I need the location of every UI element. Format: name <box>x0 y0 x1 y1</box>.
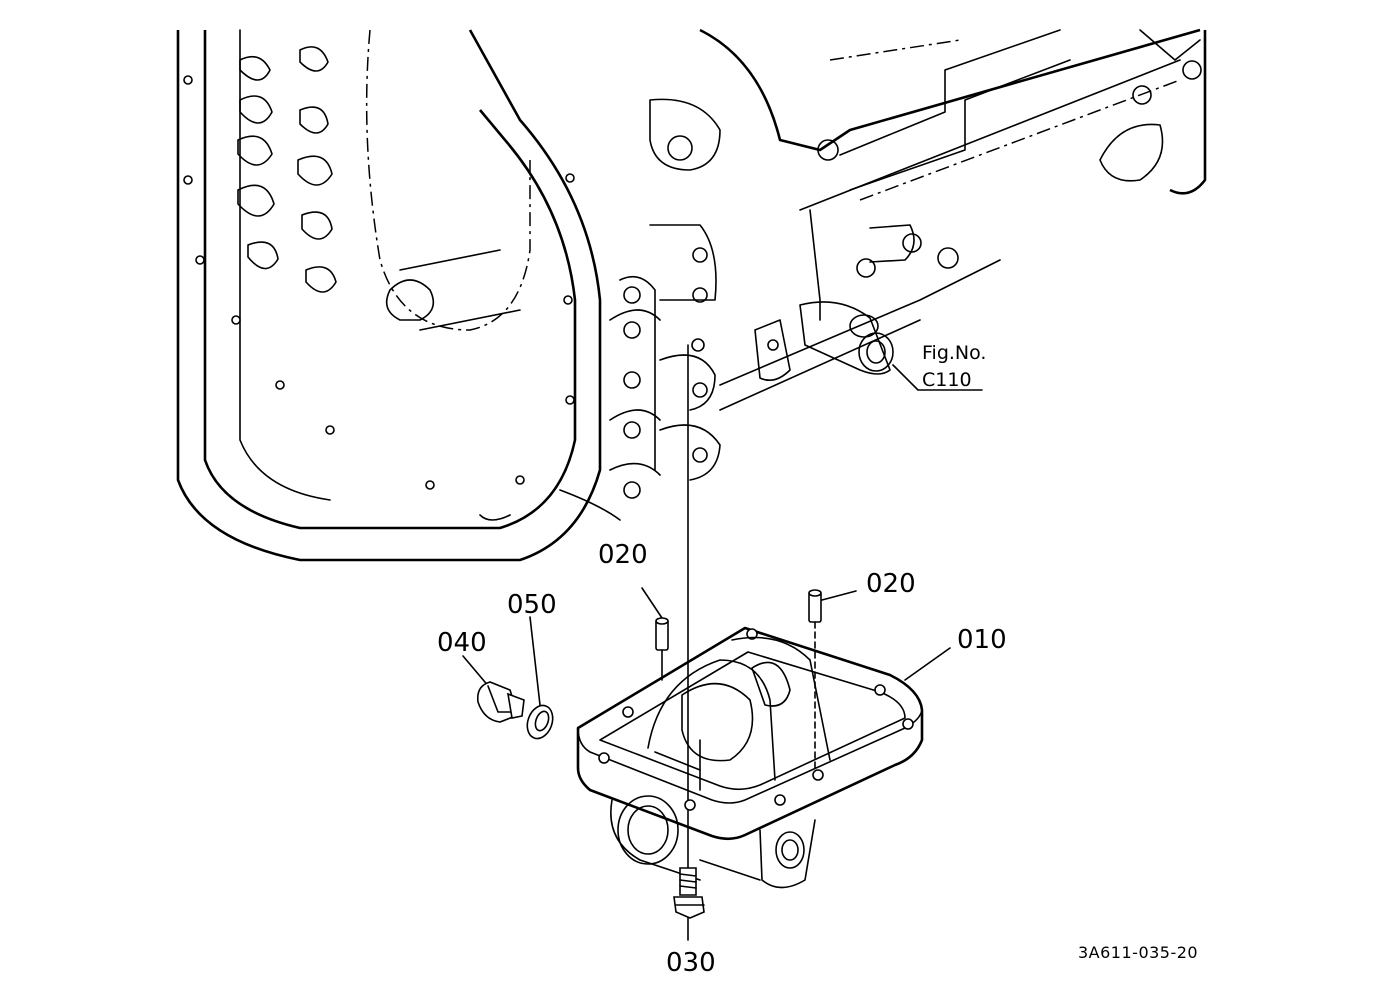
drain-plug[interactable] <box>476 681 525 723</box>
bolt[interactable] <box>673 867 705 919</box>
callout-washer[interactable]: 050 <box>507 590 557 620</box>
dowel-pin-left[interactable] <box>655 617 669 681</box>
callout-housing[interactable]: 010 <box>957 625 1007 655</box>
dowel-pin-right[interactable] <box>808 589 822 771</box>
fig-reference-label: Fig.No. <box>922 342 986 364</box>
callout-plug[interactable]: 040 <box>437 628 487 658</box>
transmission-case <box>176 28 1207 562</box>
fig-reference-number[interactable]: C110 <box>922 369 972 391</box>
drawing-code: 3A611-035-20 <box>1078 943 1198 962</box>
callout-bolt[interactable]: 030 <box>666 948 716 978</box>
sealing-washer[interactable] <box>523 702 557 742</box>
callout-pin-left[interactable]: 020 <box>598 540 648 570</box>
callout-pin-right[interactable]: 020 <box>866 569 916 599</box>
bracket-housing[interactable] <box>576 626 924 889</box>
